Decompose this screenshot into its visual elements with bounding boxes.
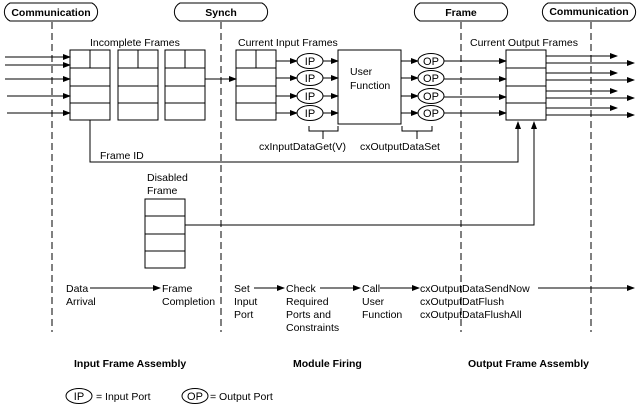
output-port-1: OP	[417, 53, 445, 69]
input-port-4: IP	[296, 105, 324, 121]
input-port-3: IP	[296, 88, 324, 104]
output-set-bracket	[401, 126, 433, 139]
port-label: IP	[305, 108, 315, 120]
user-function-label-1: User	[350, 66, 373, 78]
current-input-frame	[235, 49, 277, 121]
disabled-frame-label-2: Frame	[147, 185, 177, 197]
incomplete-frame-3	[164, 49, 206, 121]
svg-text:IP: IP	[74, 391, 84, 403]
svg-text:= Output Port: = Output Port	[210, 391, 273, 403]
svg-text:Constraints: Constraints	[286, 322, 339, 334]
flow-output-calls: cxOutputDataSendNow cxOutputDatFlush cxO…	[420, 283, 530, 321]
current-input-frames-label: Current Input Frames	[238, 37, 338, 49]
phase-communication-right: Communication	[541, 2, 637, 22]
svg-text:Arrival: Arrival	[66, 296, 96, 308]
output-port-4: OP	[417, 105, 445, 121]
input-ports: IP IP IP IP	[276, 53, 339, 121]
output-set-label: cxOutputDataSet	[360, 141, 440, 153]
phase-synch: Synch	[173, 2, 269, 22]
svg-text:Data: Data	[66, 283, 88, 295]
flow-call-user-function: Call User Function	[362, 283, 402, 321]
disabled-frame-label-1: Disabled	[147, 172, 188, 184]
phase-label: Synch	[205, 7, 237, 19]
svg-text:cxOutputDataSendNow: cxOutputDataSendNow	[420, 283, 530, 295]
svg-text:Ports and: Ports and	[286, 309, 331, 321]
svg-text:Completion: Completion	[162, 296, 215, 308]
input-get-bracket	[308, 126, 339, 139]
incomplete-frame-2	[117, 49, 159, 121]
svg-text:Function: Function	[362, 309, 402, 321]
svg-text:cxOutputDatFlush: cxOutputDatFlush	[420, 296, 504, 308]
section-input-frame-assembly: Input Frame Assembly	[74, 358, 186, 370]
port-label: OP	[423, 108, 439, 120]
phase-communication-left: Communication	[3, 2, 99, 22]
svg-text:cxOutputDataFlushAll: cxOutputDataFlushAll	[420, 309, 522, 321]
port-label: IP	[305, 91, 315, 103]
input-get-label: cxInputDataGet(V)	[259, 141, 346, 153]
legend-input-port: IP = Input Port	[65, 388, 151, 404]
frame-id-label: Frame ID	[100, 150, 144, 162]
user-function-box: User Function	[337, 49, 402, 125]
svg-text:= Input Port: = Input Port	[96, 391, 151, 403]
svg-text:Set: Set	[234, 283, 250, 295]
phase-label: Communication	[549, 6, 628, 18]
phase-label: Frame	[445, 7, 477, 19]
input-port-2: IP	[296, 70, 324, 86]
svg-text:Required: Required	[286, 296, 329, 308]
outgoing-data-arrows	[546, 53, 635, 118]
svg-text:Frame: Frame	[162, 283, 192, 295]
section-output-frame-assembly: Output Frame Assembly	[468, 358, 589, 370]
incoming-data-arrows	[5, 54, 71, 116]
section-module-firing: Module Firing	[293, 358, 362, 370]
svg-text:OP: OP	[187, 391, 203, 403]
port-label: IP	[305, 56, 315, 68]
port-label: OP	[423, 91, 439, 103]
incomplete-frames-label: Incomplete Frames	[90, 37, 180, 49]
flow-frame-completion: Frame Completion	[162, 283, 215, 308]
svg-text:User: User	[362, 296, 385, 308]
phase-frame: Frame	[413, 2, 509, 22]
user-function-label-2: Function	[350, 80, 390, 92]
flow-check-required: Check Required Ports and Constraints	[286, 283, 339, 334]
current-output-frames-label: Current Output Frames	[470, 37, 578, 49]
legend-output-port: OP = Output Port	[181, 388, 273, 404]
disabled-frame	[144, 198, 186, 269]
flow-set-input-port: Set Input Port	[234, 283, 257, 321]
output-port-3: OP	[417, 88, 445, 104]
svg-text:Port: Port	[234, 309, 253, 321]
port-label: IP	[305, 73, 315, 85]
phase-label: Communication	[11, 7, 90, 19]
frame-id-line	[89, 120, 521, 163]
incomplete-frame-1	[69, 49, 111, 121]
port-label: OP	[423, 73, 439, 85]
svg-text:Check: Check	[286, 283, 317, 295]
svg-text:Input: Input	[234, 296, 257, 308]
svg-text:Call: Call	[362, 283, 380, 295]
disabled-frame-line	[185, 121, 537, 226]
flow-data-arrival: Data Arrival	[66, 283, 96, 308]
port-label: OP	[423, 56, 439, 68]
output-port-2: OP	[417, 70, 445, 86]
input-port-1: IP	[296, 53, 324, 69]
current-output-frame	[505, 49, 547, 121]
output-ports: OP OP OP OP	[401, 53, 507, 121]
